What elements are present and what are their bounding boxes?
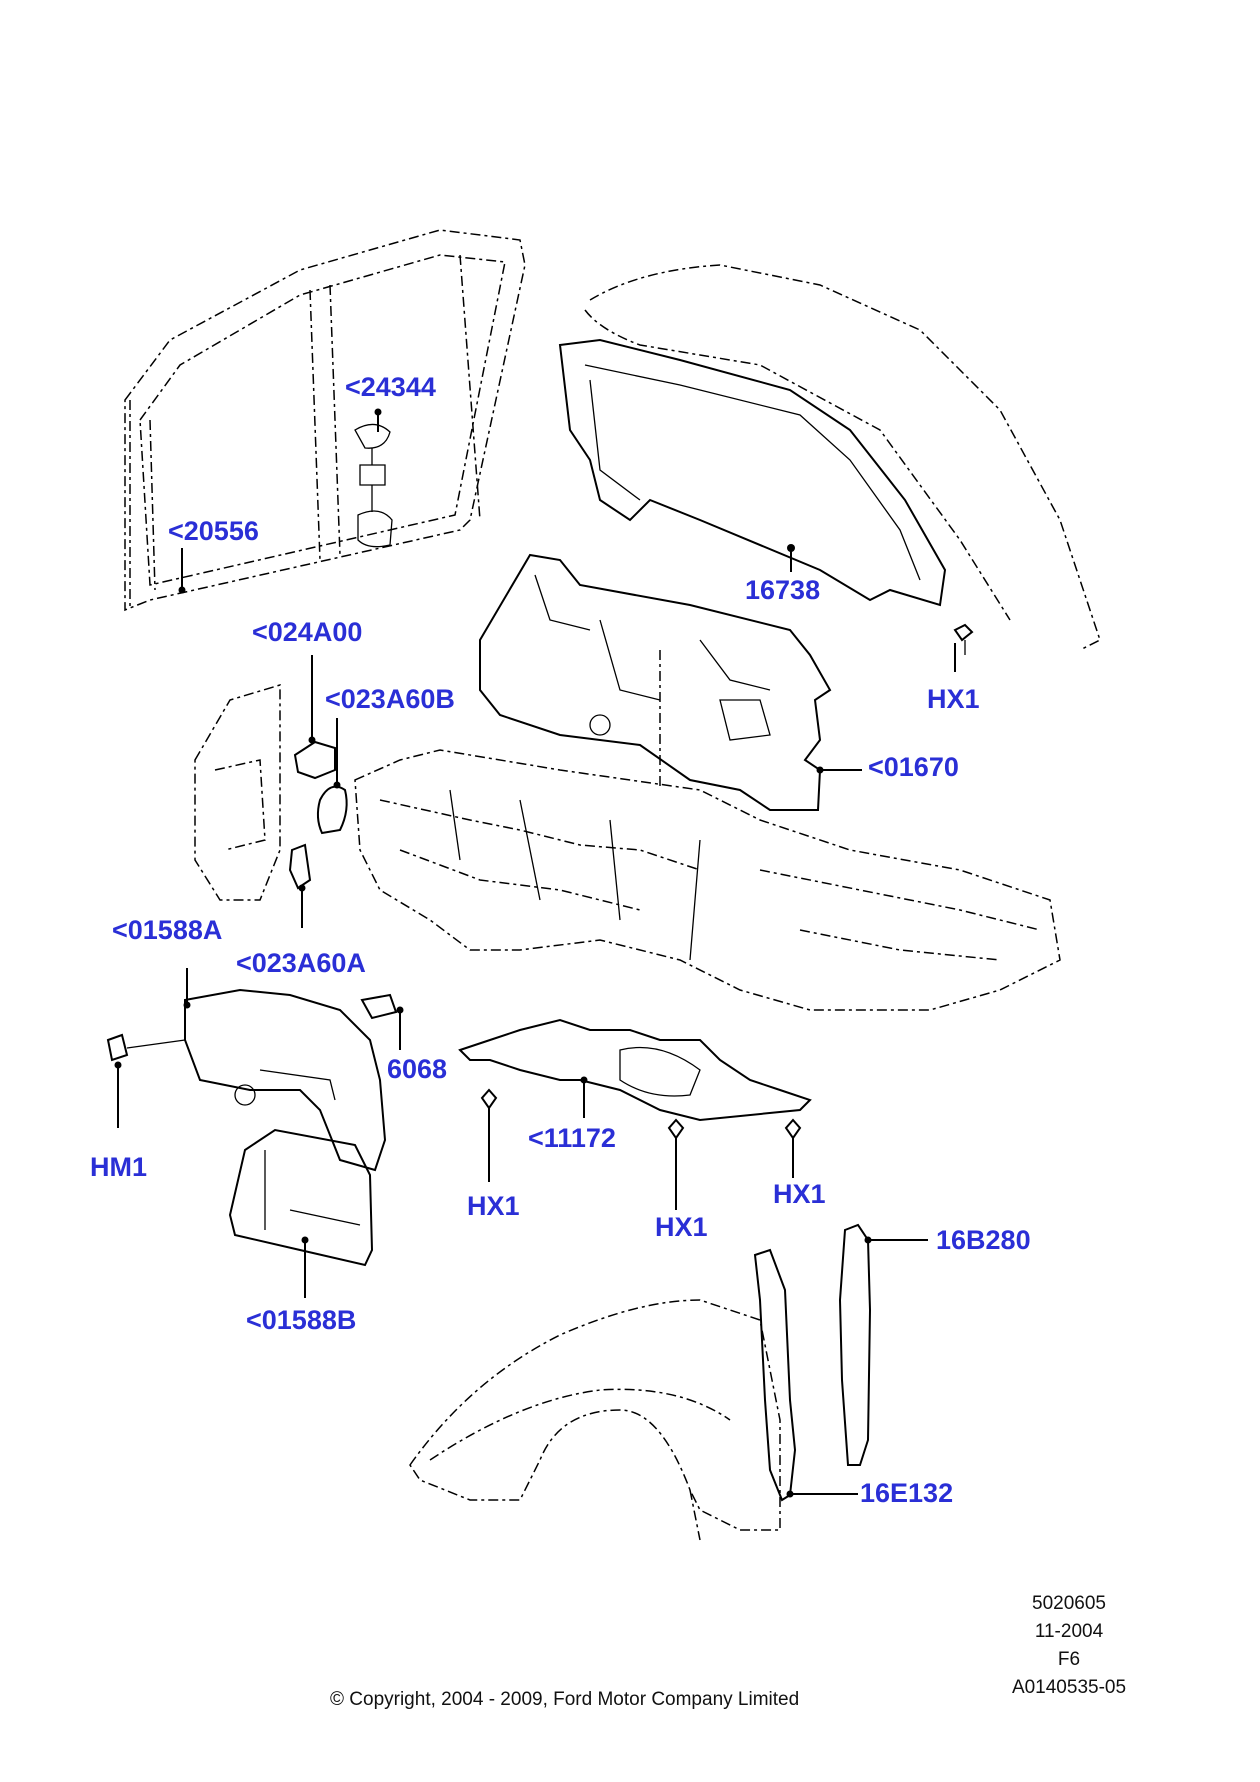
label-023A60B[interactable]: <023A60B [325,684,455,714]
label-023A60A[interactable]: <023A60A [236,948,366,978]
label-01588A[interactable]: <01588A [112,915,223,945]
drawing-date: 11-2004 [1034,1621,1104,1642]
dash-insulator-drawing [479,553,832,811]
body-side-frame-drawing [124,229,526,612]
label-01670[interactable]: <01670 [868,752,959,782]
label-hx1-center[interactable]: HX1 [655,1212,708,1242]
label-024A00[interactable]: <024A00 [252,617,363,647]
label-16738[interactable]: 16738 [745,575,821,605]
fender-and-seals-drawing [409,1223,872,1541]
label-24344[interactable]: <24344 [345,372,436,402]
heat-shield-drawing [458,1018,812,1140]
label-hx1-right[interactable]: HX1 [773,1179,826,1209]
cowl-side-panel-drawing [194,683,348,901]
label-11172[interactable]: <11172 [528,1123,616,1153]
leader-lines [114,408,956,1498]
label-20556[interactable]: <20556 [168,516,259,546]
drawing-sheet: F6 [1057,1649,1081,1670]
drawing-reference: A0140535-05 [1011,1677,1127,1698]
label-01588B[interactable]: <01588B [246,1305,357,1335]
label-hx1-left[interactable]: HX1 [467,1191,520,1221]
drawing-code: 5020605 [1032,1593,1106,1614]
hood-drawing [558,264,1101,655]
label-hx1-hood[interactable]: HX1 [927,684,980,714]
label-6068[interactable]: 6068 [387,1054,448,1084]
label-16B280[interactable]: 16B280 [936,1225,1031,1255]
label-16E132[interactable]: 16E132 [860,1478,954,1508]
floor-and-dash-structure-drawing [354,650,1061,1011]
lower-left-panels-drawing [106,988,398,1267]
copyright-notice: © Copyright, 2004 - 2009, Ford Motor Com… [330,1689,800,1710]
label-hm1[interactable]: HM1 [90,1152,148,1182]
